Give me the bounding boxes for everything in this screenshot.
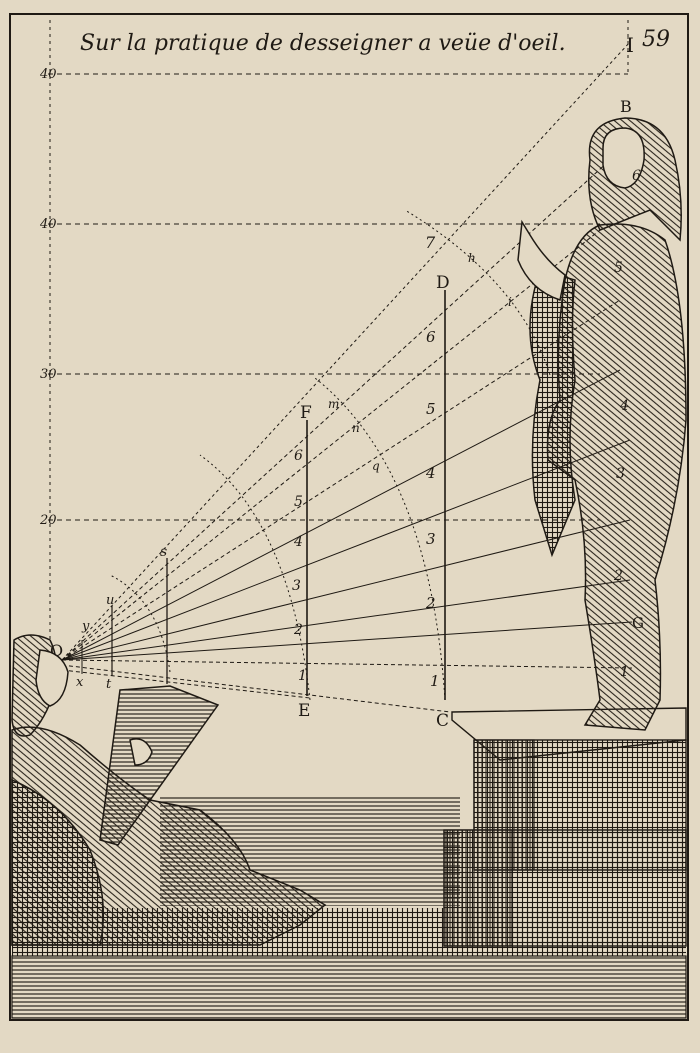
label-F: F (300, 403, 312, 423)
statue-number: 5 (614, 260, 623, 276)
drawing-board (99, 685, 220, 846)
line-F-number: 4 (293, 534, 303, 550)
plate-frame (9, 13, 689, 1021)
line-F-number: 3 (292, 578, 301, 594)
label-seven: 7 (425, 233, 436, 252)
statue-raised-arm (517, 219, 566, 301)
label-E: E (298, 701, 310, 721)
statue-number: 1 (620, 664, 629, 680)
scale-mark: 20 (39, 513, 57, 528)
scale-mark: 40 (39, 67, 57, 82)
scale-mark: 30 (40, 367, 57, 382)
statue-number: 4 (619, 398, 629, 414)
line-D-number: 1 (430, 672, 440, 690)
label-n: n (352, 421, 360, 435)
foreground-step (11, 955, 687, 1019)
statue-number: 2 (613, 568, 623, 584)
ray-to-B (61, 41, 631, 661)
seated-artist (11, 634, 327, 946)
label-C: C (436, 711, 449, 731)
statue-number: 3 (616, 466, 625, 482)
artist-cloak (11, 778, 105, 946)
line-D-number: 3 (426, 530, 436, 548)
label-t: t (106, 677, 112, 692)
statue-face (602, 127, 645, 189)
label-m: m (328, 397, 339, 411)
label-u: u (106, 593, 114, 608)
ray-to-chest (61, 229, 601, 661)
label-y: y (81, 619, 90, 634)
ray-to-waist (61, 299, 621, 661)
line-F-number: 2 (293, 622, 303, 638)
line-F-number: 1 (298, 668, 307, 684)
ray-to-G (61, 621, 633, 661)
statue-drapery (529, 269, 576, 558)
page-title: Sur la pratique de desseigner a veüe d'o… (80, 31, 566, 56)
corner-mark: I (626, 33, 634, 57)
label-x: x (76, 675, 84, 690)
label-h: h (468, 251, 476, 265)
arc-medium (199, 454, 311, 701)
statue-figure (517, 117, 687, 731)
line-D-number: 2 (425, 594, 436, 612)
ray-to-foot (61, 664, 451, 713)
label-D: D (436, 273, 450, 293)
artist-hand (129, 738, 153, 766)
line-D-number: 5 (426, 400, 436, 418)
label-q: q (372, 459, 380, 473)
ray-to-head (61, 159, 611, 661)
scale-mark: 40 (39, 217, 57, 232)
statue-number: 6 (632, 168, 641, 184)
arc-large (314, 377, 446, 701)
ray-to-knee (61, 519, 631, 661)
scale-lines (48, 73, 628, 521)
ray-to-shin (61, 579, 631, 661)
label-s: s (160, 544, 167, 560)
artist-face (35, 649, 69, 707)
page-number: 59 (642, 27, 670, 52)
label-B: B (620, 97, 632, 116)
ray-to-hip (61, 369, 621, 661)
line-F-number: 5 (294, 494, 303, 510)
arc-upper (404, 209, 551, 376)
line-D-number: 6 (426, 328, 436, 346)
line-D-number: 4 (425, 464, 436, 482)
line-F-number: 6 (294, 448, 303, 464)
label-i: i (508, 295, 512, 309)
